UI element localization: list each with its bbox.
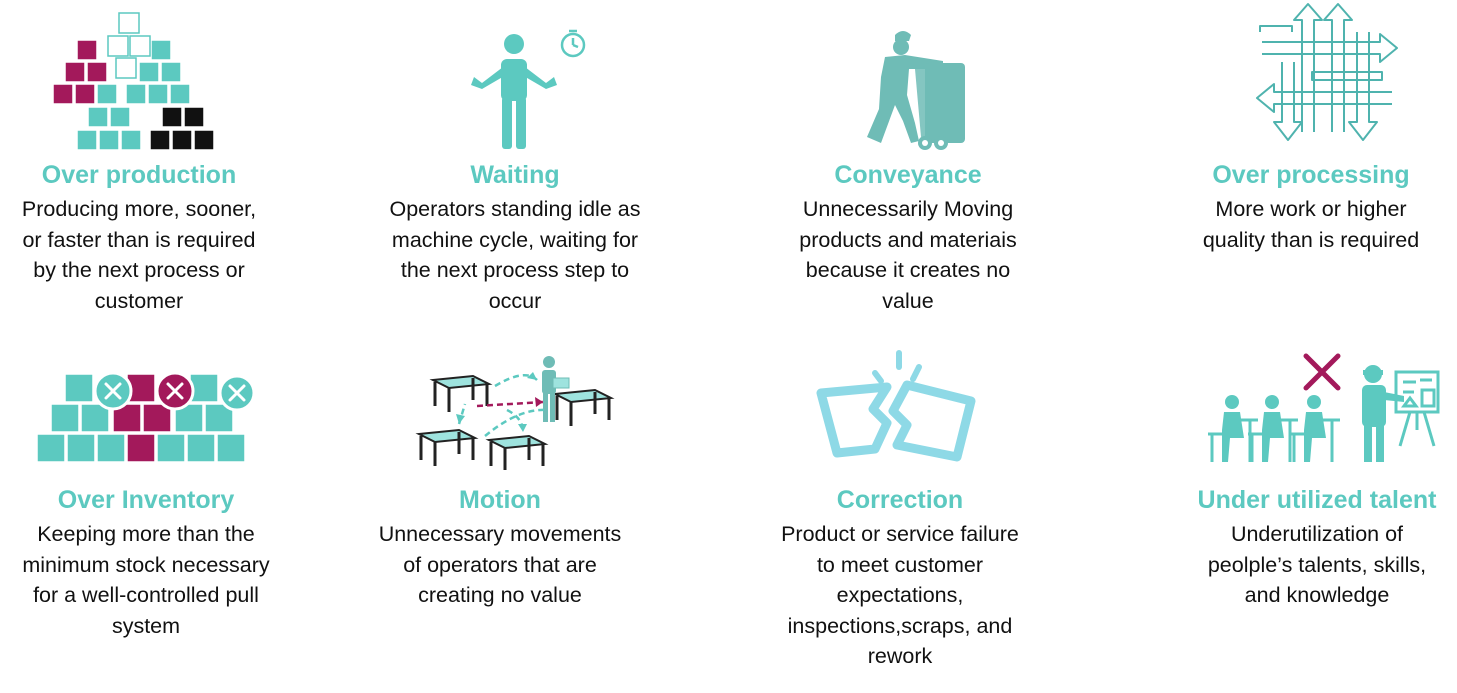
card-description: Producing more, sooner,or faster than is… bbox=[21, 197, 257, 313]
card-under-utilized-talent: Under utilized talent Underutilization o… bbox=[1152, 485, 1457, 611]
tables-movement-icon bbox=[415, 356, 615, 470]
card-title: Waiting bbox=[470, 161, 560, 189]
waiting-person-stopwatch-icon bbox=[471, 29, 586, 149]
card-title: Under utilized talent bbox=[1197, 486, 1437, 514]
card-over-production: Over production Producing more, sooner,o… bbox=[0, 160, 304, 316]
hand-truck-worker-icon bbox=[867, 31, 965, 150]
tangled-arrows-icon bbox=[1256, 3, 1398, 141]
card-title: Conveyance bbox=[834, 161, 982, 189]
card-title: Motion bbox=[459, 486, 541, 514]
card-title: Over Inventory bbox=[57, 486, 235, 514]
card-title: Correction bbox=[836, 486, 964, 514]
stacked-boxes-icon bbox=[52, 12, 215, 151]
broken-square-icon bbox=[816, 350, 976, 462]
idle-classroom-icon bbox=[1208, 353, 1440, 462]
card-title: Over production bbox=[41, 161, 237, 189]
inventory-boxes-x-icon bbox=[36, 371, 255, 463]
card-title: Over processing bbox=[1212, 161, 1410, 189]
